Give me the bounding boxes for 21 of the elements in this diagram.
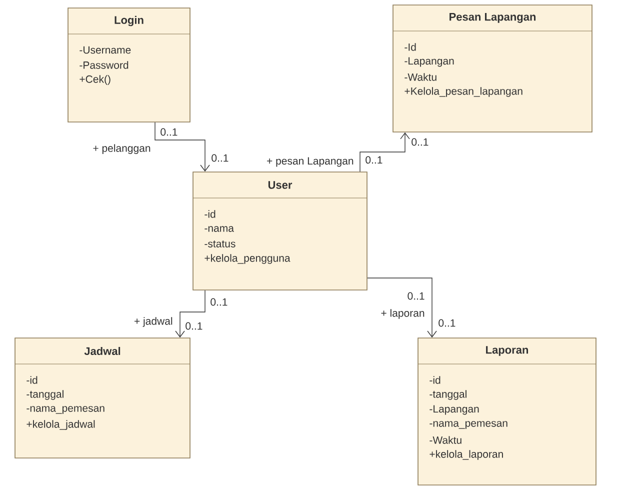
edge-label: + jadwal xyxy=(134,317,172,327)
class-box: Laporan -id -tanggal -Lapangan -nama_pemesan -Waktu +kelola_laporan xyxy=(418,338,596,486)
class-box: Pesan Lapangan -Id -Lapangan -Waktu +Kelola_pesan_lapangan xyxy=(392,4,592,132)
association-arrow xyxy=(154,122,210,172)
association-arrow xyxy=(360,132,410,172)
edge-label: + pelanggan xyxy=(93,144,150,154)
multiplicity-label: 0..1 xyxy=(366,156,382,164)
multiplicity-label: 0..1 xyxy=(210,298,228,306)
class-box: User -id -nama -status +kelola_pengguna xyxy=(192,172,368,290)
class-box: Login -Username -Password +Cek() xyxy=(68,8,190,122)
class-box: Jadwal -id -tanggal -nama_pemesan +kelola_jadwal xyxy=(14,338,190,458)
multiplicity-label: 0..1 xyxy=(412,138,428,146)
multiplicity-label: 0..1 xyxy=(438,319,456,327)
multiplicity-label: 0..1 xyxy=(160,128,178,136)
multiplicity-label: 0..1 xyxy=(408,292,424,300)
association-arrow xyxy=(175,290,206,338)
multiplicity-label: 0..1 xyxy=(212,154,228,162)
multiplicity-label: 0..1 xyxy=(186,322,202,330)
association-arrow xyxy=(367,278,437,338)
edge-label: + laporan xyxy=(381,309,424,319)
edge-label: + pesan Lapangan xyxy=(267,157,354,167)
